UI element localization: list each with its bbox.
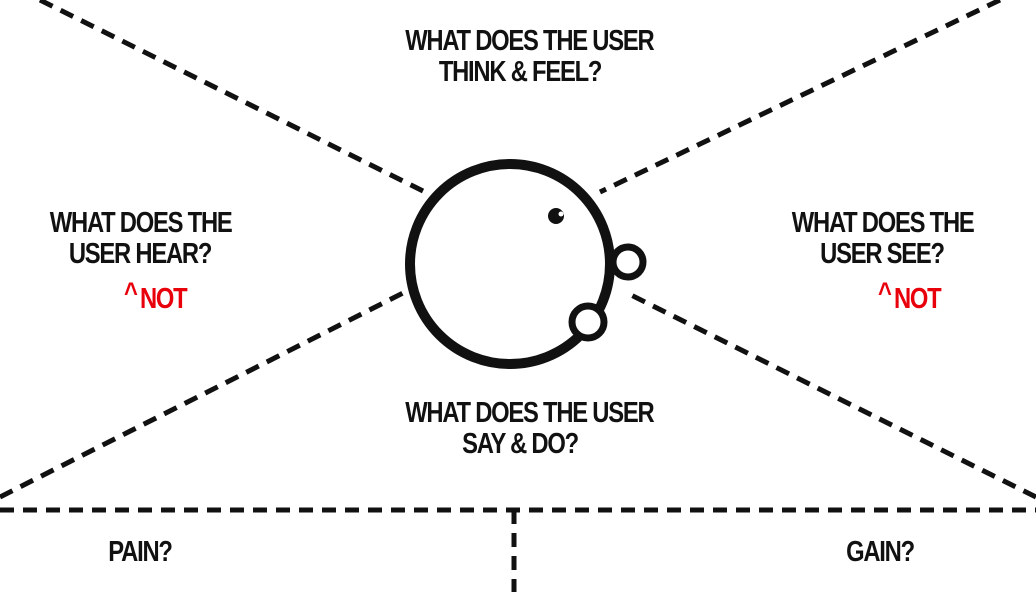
see-not-caret: ^: [878, 277, 892, 309]
see-not-word: NOT: [893, 283, 942, 315]
hear-not-annotation: ^NOT: [124, 278, 188, 315]
say-do-label: WHAT DOES THE USER SAY & DO?: [405, 397, 654, 460]
diagonal-top-left: [38, 0, 427, 195]
diagonal-top-right: [598, 0, 1002, 195]
diagonal-bottom-right: [623, 289, 1036, 500]
hear-line1: WHAT DOES THE: [49, 207, 233, 239]
head-nose: [609, 243, 647, 281]
hear-not-word: NOT: [139, 283, 188, 315]
say-do-line1: WHAT DOES THE USER: [405, 397, 654, 429]
head-eye-highlight: [558, 211, 564, 217]
diagonal-bottom-left: [0, 289, 407, 500]
user-head-icon: [405, 159, 647, 369]
hear-label: WHAT DOES THE USER HEAR?: [49, 207, 233, 270]
head-mouth: [568, 302, 608, 342]
pain-label: PAIN?: [108, 536, 173, 568]
see-not-annotation: ^NOT: [878, 278, 942, 315]
say-do-line2: SAY & DO?: [462, 428, 579, 460]
see-line1: WHAT DOES THE: [791, 207, 975, 239]
see-label: WHAT DOES THE USER SEE?: [791, 207, 975, 270]
think-feel-line2: THINK & FEEL?: [438, 56, 603, 88]
think-feel-line1: WHAT DOES THE USER: [405, 25, 654, 57]
see-line2: USER SEE?: [820, 238, 945, 270]
think-feel-label: WHAT DOES THE USER THINK & FEEL?: [405, 25, 654, 88]
hear-not-caret: ^: [124, 277, 138, 309]
gain-label: GAIN?: [846, 536, 915, 568]
hear-line2: USER HEAR?: [68, 238, 213, 270]
